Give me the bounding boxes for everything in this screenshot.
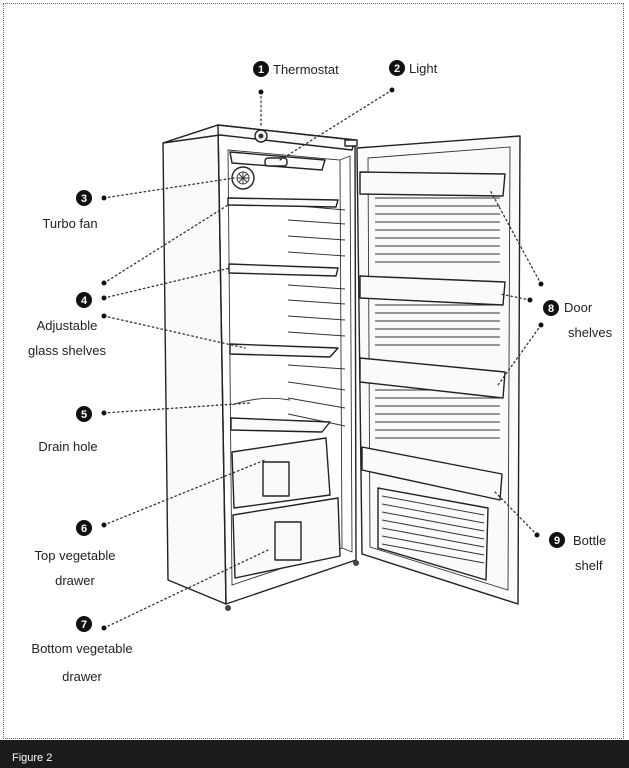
label-bottom-drawer-line2: drawer [62, 669, 102, 684]
number-6: 6 [81, 523, 87, 535]
fridge-illustration [162, 124, 521, 611]
glass-shelf-2 [228, 263, 339, 277]
door-grooves [375, 197, 500, 439]
inner-wall [339, 155, 353, 553]
number-1: 1 [258, 64, 264, 76]
number-5: 5 [81, 409, 87, 421]
callout-turbo-fan: 3 Turbo fan [42, 190, 98, 231]
leader-drain-hole [103, 402, 251, 414]
leader-door-shelf-c [497, 324, 542, 386]
bottle-shelf [361, 446, 503, 501]
top-drawer-handle [262, 461, 290, 497]
label-bottom-drawer-line1: Bottom vegetable [31, 641, 132, 656]
label-top-drawer-line1: Top vegetable [35, 548, 116, 563]
door-shelf-2 [359, 275, 506, 306]
label-drain-hole: Drain hole [38, 439, 97, 454]
label-thermostat: Thermostat [273, 62, 339, 77]
number-4: 4 [81, 295, 88, 307]
leader-shelf-c [103, 315, 246, 349]
number-2: 2 [394, 63, 400, 75]
door-gasket [367, 146, 511, 591]
label-door-shelves-line1: Door [564, 300, 593, 315]
number-badge-2 [389, 60, 405, 76]
glass-shelf-3 [229, 343, 339, 358]
leader-bottom-drawer [103, 549, 269, 629]
cabinet-side [162, 124, 227, 605]
foot-right [353, 560, 359, 566]
label-light: Light [409, 61, 438, 76]
leader-shelf-a [103, 204, 229, 284]
label-bottle-shelf-line2: shelf [575, 558, 603, 573]
glass-shelf-1 [227, 197, 339, 208]
callout-door-shelves: 8 Door shelves [543, 300, 613, 340]
number-3: 3 [81, 193, 87, 205]
glass-shelf-4 [230, 417, 331, 433]
foot-left [225, 605, 231, 611]
door-shelf-1 [359, 171, 506, 197]
bottom-drawer-handle [274, 521, 302, 561]
callout-bottom-vegetable-drawer: 7 Bottom vegetable drawer [31, 616, 133, 684]
leader-door-shelf-b [499, 293, 531, 301]
number-badge-7 [76, 616, 92, 632]
number-badge-6 [76, 520, 92, 536]
callout-light: 2 Light [389, 60, 438, 76]
figure-caption: Figure 2 [12, 752, 53, 764]
leader-light [279, 89, 393, 161]
callout-top-vegetable-drawer: 6 Top vegetable drawer [35, 520, 116, 588]
callout-glass-shelves: 4 Adjustable glass shelves [28, 292, 107, 358]
door-hinge [344, 139, 358, 147]
drain-channel [231, 397, 291, 406]
turbo-fan-blades [237, 172, 249, 184]
number-badge-1 [253, 61, 269, 77]
caption-bar: Figure 2 [0, 740, 629, 768]
number-badge-9 [549, 532, 565, 548]
label-turbo-fan: Turbo fan [42, 216, 97, 231]
label-bottle-shelf-line1: Bottle [573, 533, 606, 548]
leader-lines [103, 89, 542, 629]
leader-top-drawer [103, 459, 266, 526]
shelf-rails [287, 204, 346, 427]
callout-bottle-shelf: 9 Bottle shelf [549, 532, 606, 573]
dotted-frame [3, 3, 624, 739]
number-badge-4 [76, 292, 92, 308]
number-badge-5 [76, 406, 92, 422]
leader-dots [101, 87, 544, 631]
door-vent-lines [381, 495, 485, 564]
label-glass-shelves-line1: Adjustable [37, 318, 98, 333]
light-bulb [264, 157, 288, 167]
callout-drain-hole: 5 Drain hole [38, 406, 98, 454]
thermostat-knob-center [258, 133, 264, 139]
number-8: 8 [548, 303, 554, 315]
door-shelf-3 [359, 357, 506, 399]
number-badge-8 [543, 300, 559, 316]
label-glass-shelves-line2: glass shelves [28, 343, 107, 358]
label-door-shelves-line2: shelves [568, 325, 613, 340]
label-top-drawer-line2: drawer [55, 573, 95, 588]
callout-thermostat: 1 Thermostat [253, 61, 339, 77]
leader-shelf-b [103, 267, 231, 299]
number-badge-3 [76, 190, 92, 206]
number-9: 9 [554, 535, 560, 547]
leader-turbo-fan [103, 177, 235, 199]
leader-door-shelf-a [489, 189, 542, 285]
leader-bottle-shelf [494, 491, 538, 536]
number-7: 7 [81, 619, 87, 631]
